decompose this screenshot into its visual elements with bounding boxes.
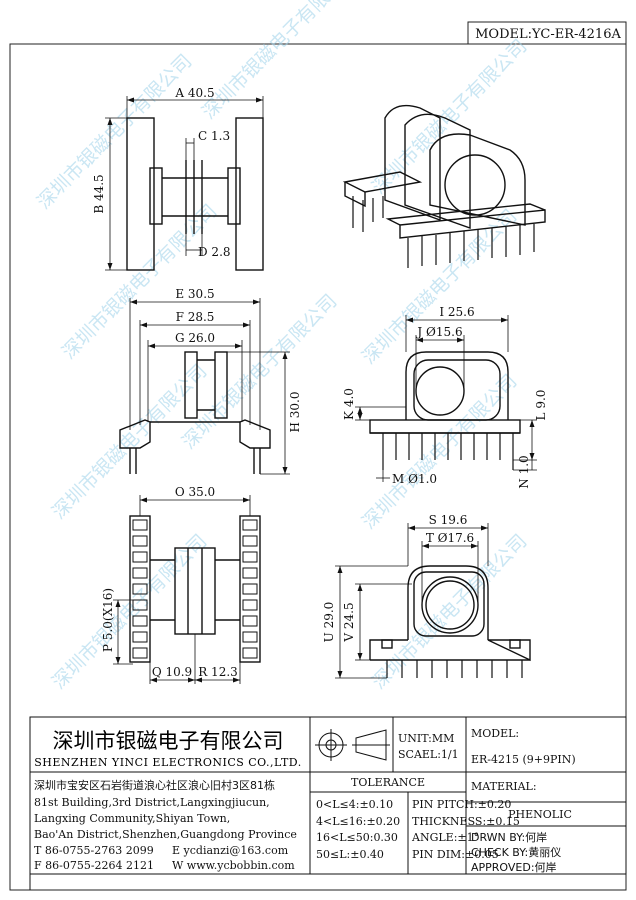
unit-label: UNIT:MM bbox=[398, 732, 454, 745]
address-line: 81st Building,3rd District,Langxingjiucu… bbox=[34, 796, 270, 809]
pin-tolerance-row: PIN PITCH:±0.20 bbox=[412, 798, 511, 811]
view-end-pins bbox=[382, 433, 514, 470]
tolerance-row: 0<L≤4:±0.10 bbox=[316, 798, 393, 811]
view-bottom-dims bbox=[113, 495, 251, 684]
dim-d-label: D 2.8 bbox=[198, 245, 231, 259]
pin-tolerance-row: PIN DIM:±0.05 bbox=[412, 848, 499, 861]
address-line: Langxing Community,Shiyan Town, bbox=[34, 812, 230, 825]
view-isometric bbox=[342, 104, 546, 239]
dim-r-label: R 12.3 bbox=[198, 665, 238, 679]
dim-s-label: S 19.6 bbox=[429, 513, 468, 527]
dim-m-label: M Ø1.0 bbox=[392, 472, 437, 486]
dim-g-label: G 26.0 bbox=[175, 331, 215, 345]
address-line: Bao'An District,Shenzhen,Guangdong Provi… bbox=[34, 828, 297, 841]
fax: F 86-0755-2264 2121 bbox=[34, 859, 154, 872]
drawn-by: DRWN BY:何岸 bbox=[471, 831, 547, 844]
dim-e-label: E 30.5 bbox=[175, 287, 214, 301]
drawing-border bbox=[9, 43, 627, 891]
projection-symbol-icon bbox=[315, 729, 390, 761]
pin-tolerance-row: THICKNESS:±0.15 bbox=[412, 815, 520, 828]
dim-t-label: T Ø17.6 bbox=[426, 531, 474, 545]
view-side-flanges bbox=[126, 117, 264, 271]
watermark: 深圳市银磁电子有限公司 bbox=[358, 205, 521, 368]
address-line: 深圳市宝安区石岩街道浪心社区浪心旧村3区81栋 bbox=[34, 778, 275, 792]
view-bottom-pin-pads bbox=[132, 519, 258, 659]
dim-i-label: I 25.6 bbox=[439, 305, 474, 319]
pin-tolerance-row: ANGLE:±1° bbox=[411, 831, 479, 844]
email: E ycdianzi@163.com bbox=[172, 844, 289, 857]
material-label: MATERIAL: bbox=[471, 780, 537, 793]
dim-b-label: B 44.5 bbox=[92, 174, 106, 213]
watermark: 深圳市银磁电子有限公司 bbox=[198, 0, 361, 124]
dim-n-label: N 1.0 bbox=[517, 455, 531, 488]
dim-c-label: C 1.3 bbox=[198, 129, 230, 143]
approved-by: APPROVED:何岸 bbox=[471, 861, 557, 874]
view-top-dims bbox=[335, 523, 489, 679]
tolerance-row: 50≤L:±0.40 bbox=[316, 848, 384, 861]
website: W www.ycbobbin.com bbox=[172, 859, 295, 872]
dim-k-label: K 4.0 bbox=[342, 388, 356, 420]
company-name-en: SHENZHEN YINCI ELECTRONICS CO.,LTD. bbox=[34, 756, 301, 769]
telephone: T 86-0755-2763 2099 bbox=[34, 844, 154, 857]
view-front bbox=[119, 351, 271, 474]
dim-u-label: U 29.0 bbox=[322, 602, 336, 643]
checked-by: CHECK BY:黄丽仪 bbox=[471, 845, 561, 859]
model-value: ER-4215 (9+9PIN) bbox=[471, 753, 576, 766]
model-header: MODEL:YC-ER-4216A bbox=[475, 27, 621, 42]
title-block bbox=[29, 716, 627, 890]
dim-a-label: A 40.5 bbox=[174, 86, 214, 100]
dim-v-label: V 24.5 bbox=[342, 602, 356, 642]
view-end-dims bbox=[355, 315, 537, 482]
view-front-dims bbox=[129, 298, 290, 475]
company-name-cn: 深圳市银磁电子有限公司 bbox=[53, 729, 284, 753]
dim-f-label: F 28.5 bbox=[176, 310, 215, 324]
dim-o-label: O 35.0 bbox=[175, 485, 215, 499]
view-top-pins bbox=[386, 660, 523, 678]
view-isometric-pins bbox=[352, 196, 535, 268]
tolerance-row: 16<L≤50:0.30 bbox=[316, 831, 398, 844]
view-side-dims bbox=[105, 96, 264, 271]
tolerance-title: TOLERANCE bbox=[351, 776, 425, 789]
tolerance-row: 4<L≤16:±0.20 bbox=[316, 815, 400, 828]
material-value: PHENOLIC bbox=[508, 808, 572, 821]
scale-label: SCAEL:1/1 bbox=[398, 748, 459, 761]
dim-p-label: P 5.0(X16) bbox=[101, 588, 115, 652]
view-top bbox=[369, 565, 531, 662]
dim-j-label: J Ø15.6 bbox=[415, 325, 462, 339]
model-label: MODEL: bbox=[471, 727, 519, 740]
watermark: 深圳市银磁电子有限公司 bbox=[33, 50, 196, 213]
dim-q-label: Q 10.9 bbox=[152, 665, 192, 679]
dim-l-label: L 9.0 bbox=[534, 390, 548, 421]
dim-h-label: H 30.0 bbox=[288, 392, 302, 433]
